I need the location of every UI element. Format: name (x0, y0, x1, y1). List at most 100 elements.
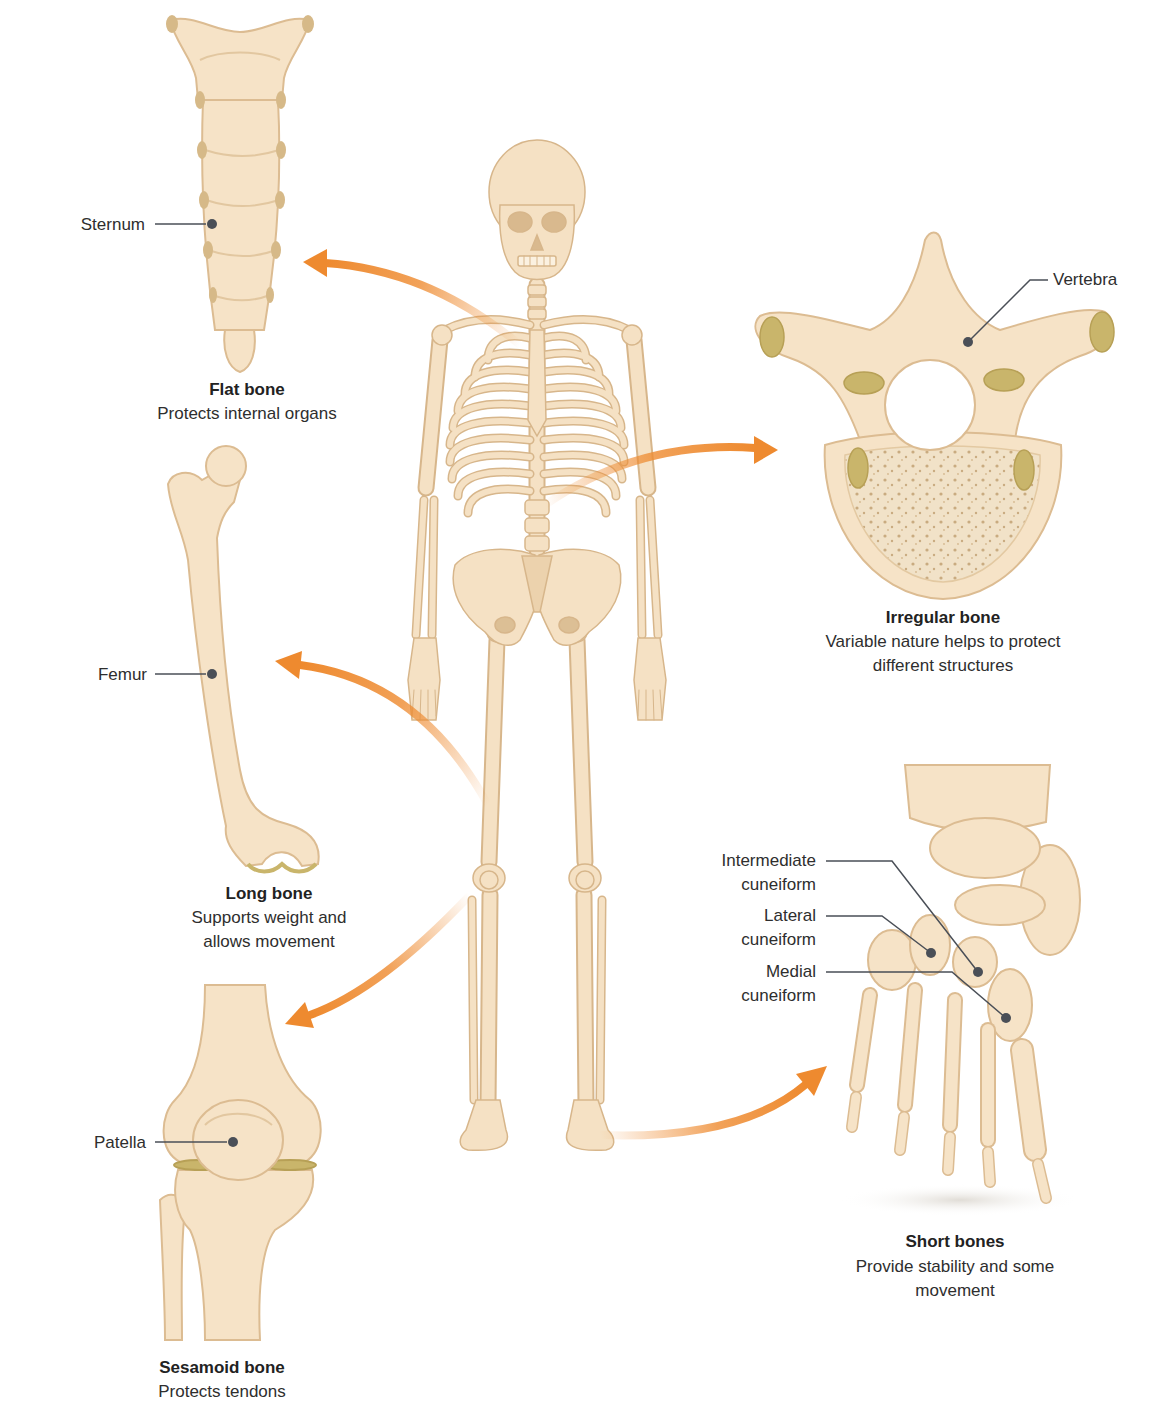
skeleton (569, 864, 601, 892)
vertebra-drawing (760, 317, 784, 357)
leader-line (155, 1141, 227, 1143)
skeleton (567, 1100, 614, 1150)
bone-type-heading: Irregular bone (823, 606, 1063, 630)
skeleton (525, 518, 549, 533)
foot-drawing (1022, 1050, 1035, 1150)
skeleton (524, 256, 550, 266)
foot-drawing (910, 915, 950, 975)
sternum-drawing (276, 141, 286, 159)
sternum-drawing (199, 191, 209, 209)
sternum-drawing (224, 330, 255, 372)
vertebra-drawing (825, 432, 1062, 599)
pointer-arrow (300, 665, 488, 805)
skeleton (473, 864, 505, 892)
foot-drawing (868, 930, 916, 990)
skeleton (408, 140, 666, 1150)
skeleton (528, 309, 546, 319)
skeleton (426, 285, 648, 1105)
foot-drawing (852, 1097, 1046, 1198)
skeleton (528, 285, 546, 295)
skeleton (480, 871, 498, 889)
foot-drawing (955, 885, 1045, 925)
pointer-arrow (275, 249, 827, 1135)
part-label: Medial cuneiform (704, 960, 816, 1008)
skeleton (638, 690, 662, 720)
skeleton (426, 285, 648, 1105)
knee-drawing (193, 1100, 283, 1180)
sternum-drawing (271, 241, 281, 259)
pointer-arrow (796, 1066, 827, 1096)
bone-function-note: Provide stability and some movement (835, 1255, 1075, 1303)
knee-drawing (175, 1170, 313, 1340)
part-label: Femur (57, 663, 147, 687)
leader-line (155, 223, 206, 225)
vertebra-drawing (848, 448, 868, 488)
sternum-drawing (209, 287, 217, 303)
skeleton (542, 212, 566, 232)
skeleton (528, 330, 546, 436)
sternum-drawing (200, 53, 280, 61)
leader-dot (207, 669, 217, 679)
leader-line (826, 972, 1006, 1018)
pointer-arrow (545, 447, 755, 505)
sternum-drawing (276, 91, 286, 109)
sternum-drawing (166, 15, 178, 33)
sternum-drawing (205, 150, 279, 156)
foot-drawing (857, 990, 988, 1140)
foot-drawing (857, 990, 988, 1140)
part-label: Intermediate cuneiform (704, 849, 816, 897)
sternum-drawing (197, 141, 207, 159)
sternum-drawing (212, 295, 270, 300)
leader-line (968, 280, 1048, 342)
skeleton (525, 536, 549, 551)
foot-drawing (840, 765, 1080, 1216)
leader-dot (973, 967, 983, 977)
skeleton (531, 235, 543, 250)
sternum-drawing (266, 287, 274, 303)
leader-dot (207, 219, 1011, 1147)
skeleton (412, 256, 662, 720)
leader-line (826, 861, 978, 972)
skeleton (460, 1100, 507, 1150)
foot-drawing (930, 818, 1040, 878)
part-label: Sternum (35, 213, 145, 237)
bone-function-note: Protects internal organs (122, 402, 372, 426)
skeleton (500, 205, 575, 280)
part-label: Lateral cuneiform (704, 904, 816, 952)
vertebra-drawing (1014, 450, 1034, 490)
leader-dot (1001, 1013, 1011, 1023)
femur-drawing (206, 446, 246, 486)
skeleton (576, 871, 594, 889)
vertebra-drawing (844, 372, 884, 394)
skeleton (416, 320, 658, 1100)
sternum-drawing (202, 100, 279, 330)
leader-dot (963, 337, 973, 347)
bone-type-heading: Short bones (845, 1230, 1065, 1254)
bone-function-note: Protects tendons (102, 1380, 342, 1404)
femur-drawing (168, 446, 319, 872)
skeleton (522, 556, 552, 612)
skeleton (622, 325, 642, 345)
leader-dot (228, 1137, 238, 1147)
bone-type-heading: Long bone (159, 882, 379, 906)
skeleton (634, 638, 666, 720)
bone-function-note: Variable nature helps to protect differe… (823, 630, 1063, 678)
vertebra-drawing (845, 446, 1040, 582)
sternum-drawing (206, 200, 279, 206)
bone-type-heading: Sesamoid bone (102, 1356, 342, 1380)
vertebra-drawing (1090, 312, 1114, 352)
pointer-arrow (600, 1085, 805, 1135)
sternum-drawing (275, 191, 285, 209)
pointer-arrow (285, 1002, 314, 1028)
foot-drawing (852, 1097, 1046, 1198)
sternum-drawing (166, 15, 314, 372)
skeleton (528, 297, 546, 307)
sternum-drawing (302, 15, 314, 33)
pointer-arrow (754, 436, 778, 464)
foot-drawing (953, 937, 997, 987)
sternum-drawing (200, 53, 280, 301)
knee-drawing (205, 1114, 272, 1125)
vertebra-drawing (760, 312, 1114, 490)
leader-line (826, 916, 931, 953)
